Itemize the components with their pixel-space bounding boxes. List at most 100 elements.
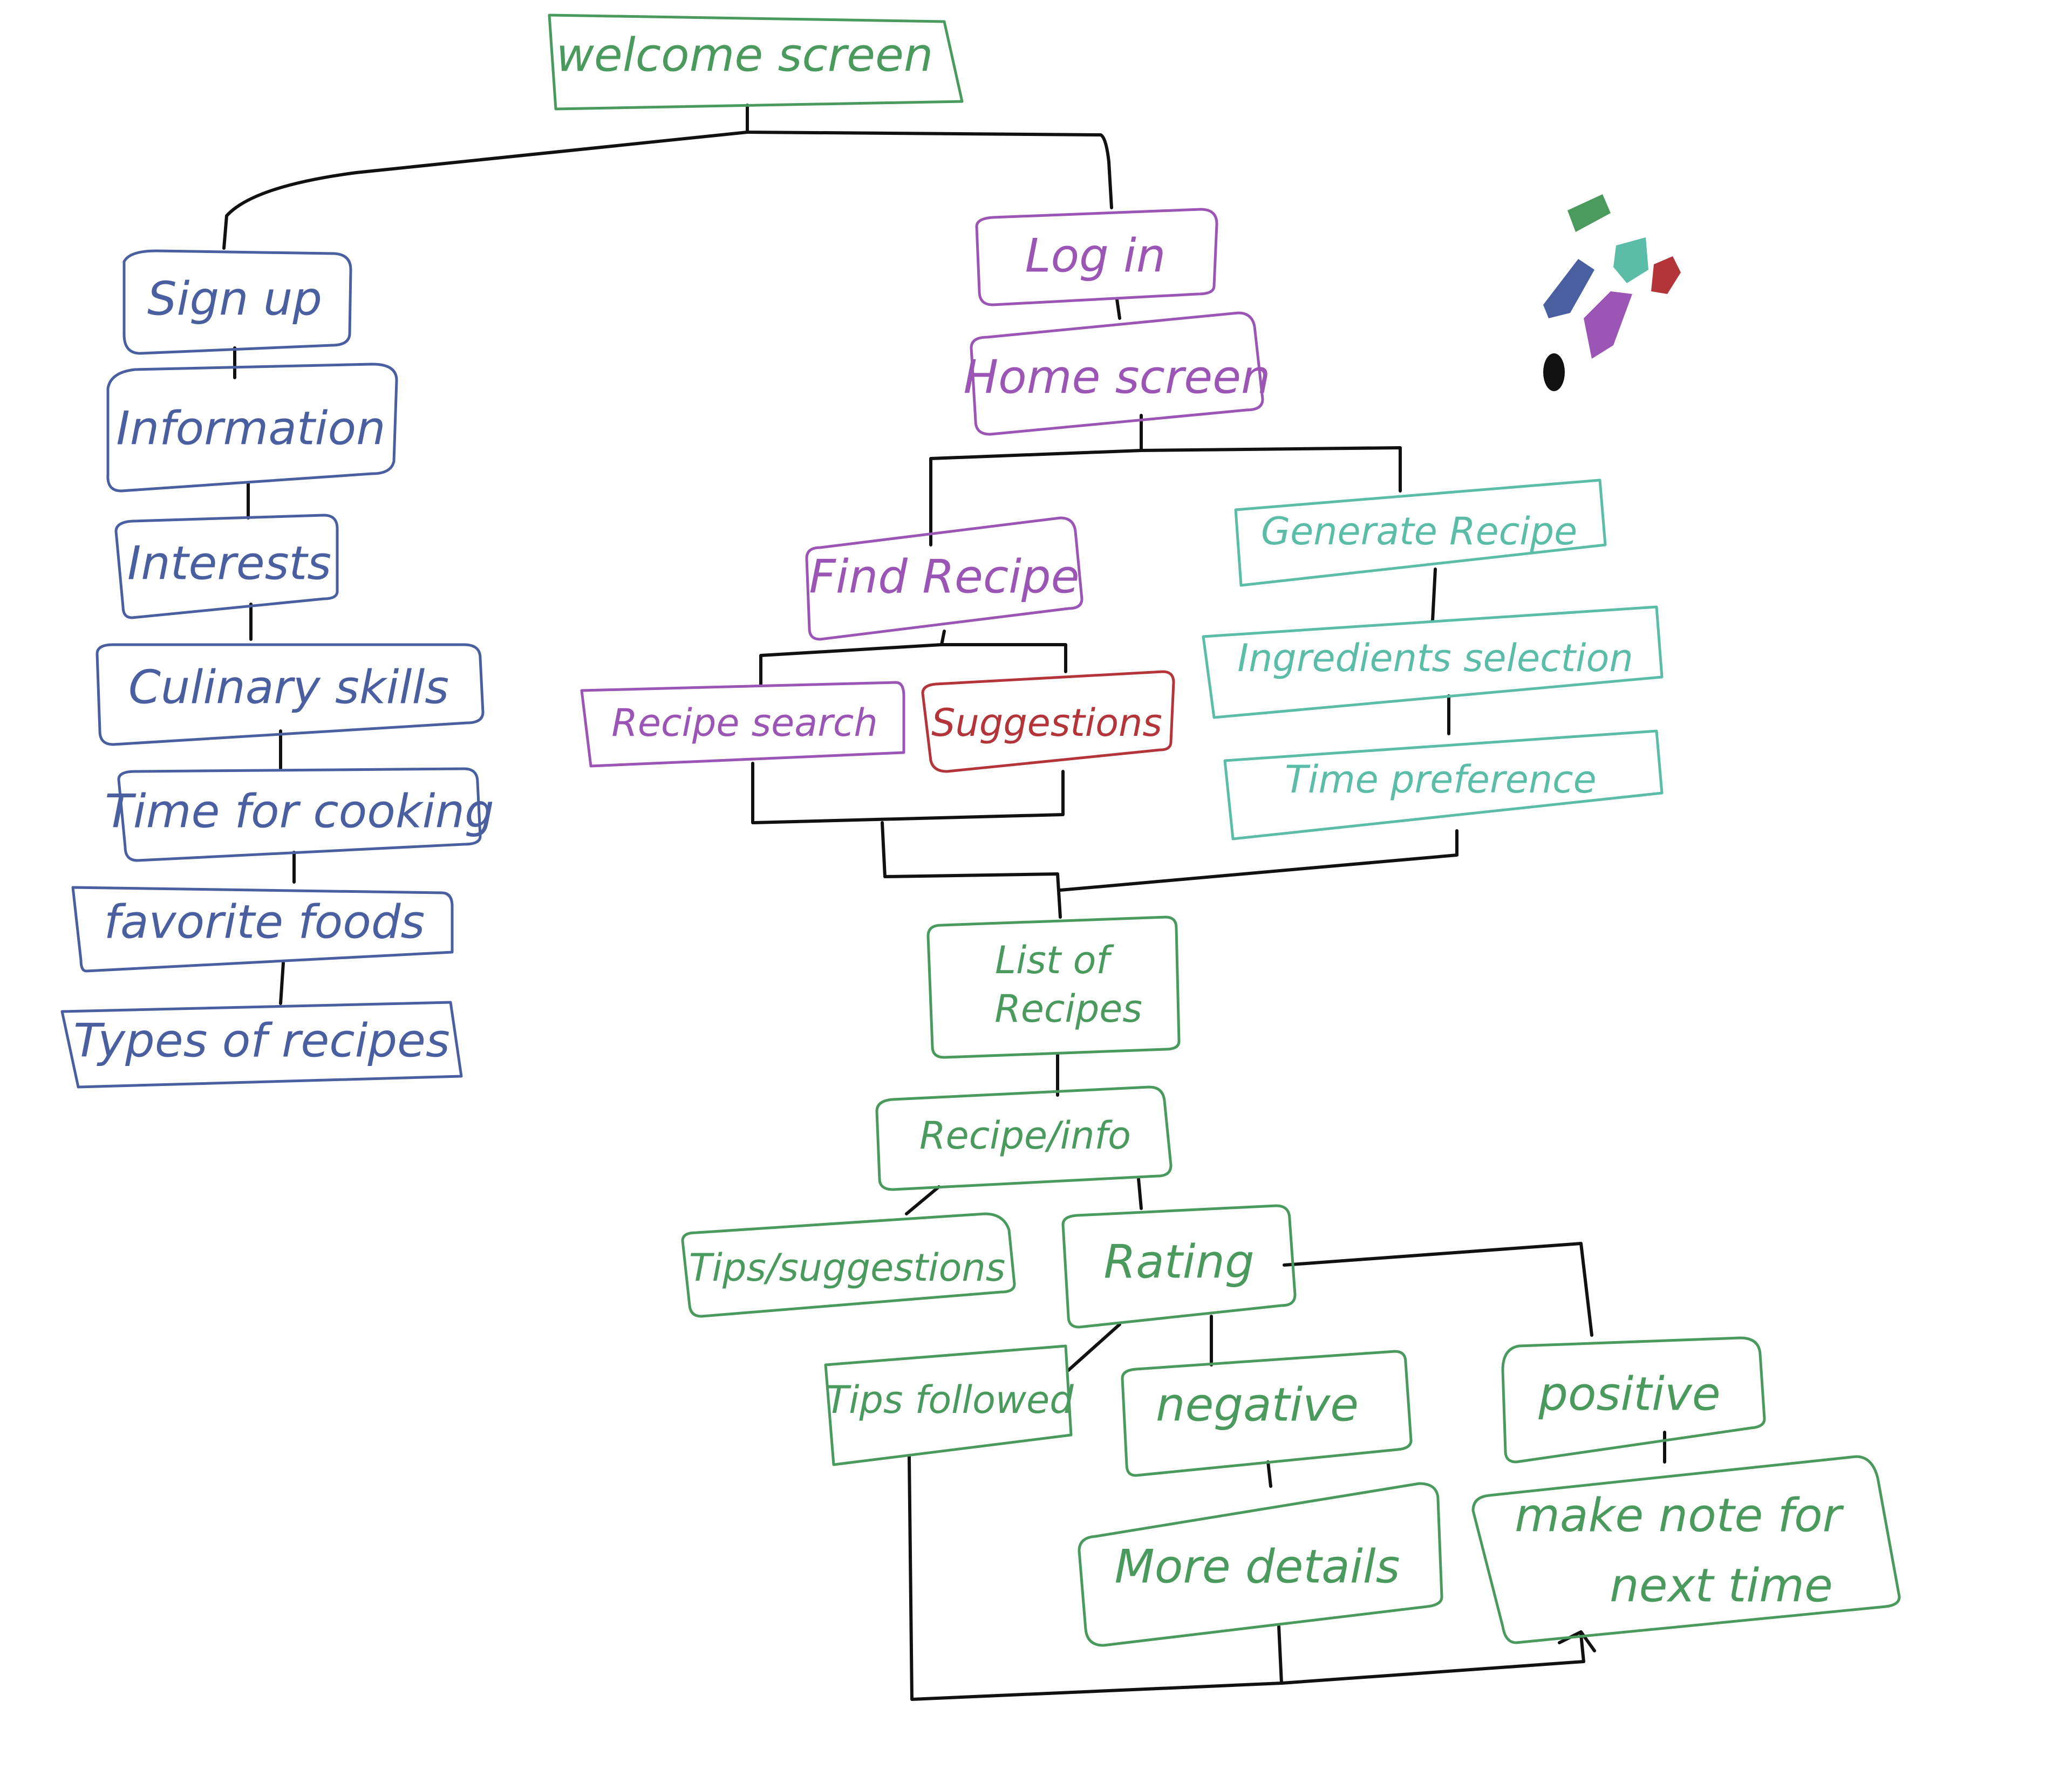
swatch-blue	[1543, 259, 1594, 318]
color-palette	[1543, 194, 1681, 391]
node-box	[1501, 1336, 1766, 1464]
node-box	[1061, 1204, 1297, 1329]
node-label: Suggestions	[931, 701, 1162, 745]
connector-home-generate	[1140, 446, 1402, 493]
connector-rating-positive	[1283, 1242, 1593, 1337]
node-label-line1: make note for	[1515, 1488, 1844, 1542]
node-ingredients-selection[interactable]: Ingredients selection	[1202, 605, 1664, 719]
swatch-purple	[1584, 291, 1632, 359]
node-label: negative	[1156, 1378, 1359, 1432]
node-box	[580, 681, 905, 768]
node-interests[interactable]: Interests	[114, 514, 339, 619]
node-tips-suggestions[interactable]: Tips/suggestions	[681, 1212, 1016, 1318]
connector-negative-details	[1266, 1460, 1272, 1488]
node-log-in[interactable]: Log in	[975, 208, 1218, 306]
node-time-for-cooking[interactable]: Time for cooking	[105, 767, 494, 862]
connector-rating-tipsfollowed	[1067, 1323, 1121, 1372]
node-box	[60, 1001, 463, 1089]
connector-tipsfollowed-bottom	[908, 1455, 1283, 1701]
node-label: More details	[1115, 1540, 1400, 1594]
node-label: positive	[1538, 1367, 1720, 1421]
node-box	[96, 643, 485, 746]
node-box	[1471, 1455, 1901, 1644]
node-label: Tips followed	[826, 1378, 1074, 1422]
node-box	[681, 1212, 1016, 1318]
connectors	[222, 104, 1666, 1701]
connector-bottom-note	[1280, 1633, 1585, 1685]
node-box	[1202, 605, 1664, 719]
node-positive[interactable]: positive	[1501, 1336, 1766, 1464]
node-label: Information	[116, 401, 385, 455]
swatch-teal	[1613, 237, 1648, 283]
node-types-of-recipes[interactable]: Types of recipes	[60, 1001, 463, 1089]
node-home-screen[interactable]: Home screen	[963, 311, 1271, 436]
node-label: Rating	[1103, 1235, 1254, 1289]
node-list-of-recipes[interactable]: List of Recipes	[926, 915, 1181, 1059]
node-box	[875, 1085, 1173, 1191]
connector-welcome-split	[746, 104, 1113, 209]
node-recipe-info[interactable]: Recipe/info	[875, 1085, 1173, 1191]
node-label: Ingredients selection	[1237, 636, 1633, 680]
node-label: Recipe search	[611, 701, 877, 745]
connector-time-list	[1059, 829, 1458, 892]
node-time-preference[interactable]: Time preference	[1223, 729, 1664, 840]
node-label: Log in	[1025, 229, 1166, 283]
node-box	[106, 363, 398, 493]
node-label: Tips/suggestions	[689, 1246, 1006, 1290]
node-favorite-foods[interactable]: favorite foods	[71, 886, 454, 973]
node-label-line1: List of	[995, 938, 1114, 982]
node-label: Home screen	[963, 350, 1270, 404]
node-box	[805, 516, 1083, 641]
node-label: Recipe/info	[919, 1113, 1131, 1158]
connector-merge-list	[881, 821, 1062, 919]
node-label: Find Recipe	[809, 550, 1079, 604]
swatch-green	[1567, 194, 1611, 232]
node-box	[1223, 729, 1664, 840]
node-sign-up[interactable]: Sign up	[122, 249, 352, 355]
node-more-details[interactable]: More details	[1078, 1482, 1443, 1647]
node-culinary-skills[interactable]: Culinary skills	[96, 643, 485, 746]
node-suggestions[interactable]: Suggestions	[921, 670, 1175, 773]
node-welcome-screen[interactable]: welcome screen	[548, 13, 964, 111]
connector-login-home	[1115, 298, 1121, 320]
node-label: welcome screen	[556, 28, 933, 82]
node-box	[926, 915, 1181, 1059]
node-box	[1121, 1350, 1413, 1477]
node-recipe-search[interactable]: Recipe search	[580, 681, 905, 768]
node-label: Culinary skills	[128, 660, 449, 714]
node-box	[921, 670, 1175, 773]
connector-welcome-signup	[222, 131, 749, 250]
node-box	[114, 514, 339, 619]
connector-find-suggestions	[940, 643, 1067, 673]
connector-find-split	[759, 630, 946, 687]
node-generate-recipe[interactable]: Generate Recipe	[1234, 479, 1607, 587]
connector-favorite-types	[279, 961, 285, 1005]
node-box	[71, 886, 454, 973]
node-information[interactable]: Information	[106, 363, 398, 493]
connector-search-merge	[751, 762, 1065, 824]
node-box	[824, 1344, 1073, 1466]
swatch-black	[1543, 353, 1565, 391]
node-label-line2: next time	[1610, 1559, 1833, 1612]
node-box	[975, 208, 1218, 306]
node-find-recipe[interactable]: Find Recipe	[805, 516, 1083, 641]
node-label: Sign up	[147, 272, 322, 326]
node-rating[interactable]: Rating	[1061, 1204, 1297, 1329]
node-negative[interactable]: negative	[1121, 1350, 1413, 1477]
node-label: Interests	[127, 536, 331, 590]
connector-recipeinfo-tips	[905, 1185, 940, 1215]
node-label: Time preference	[1285, 757, 1596, 802]
node-box	[1234, 479, 1607, 587]
node-box	[122, 249, 352, 355]
node-label: Types of recipes	[73, 1014, 450, 1068]
node-label-line2: Recipes	[994, 987, 1142, 1031]
node-tips-followed[interactable]: Tips followed	[824, 1344, 1074, 1466]
node-box	[970, 311, 1264, 436]
node-box	[1078, 1482, 1443, 1647]
node-make-note[interactable]: make note for next time	[1471, 1455, 1901, 1644]
node-box	[548, 13, 964, 111]
node-box	[117, 767, 482, 862]
connector-recipeinfo-rating	[1137, 1177, 1143, 1210]
connector-home-split	[929, 414, 1143, 546]
